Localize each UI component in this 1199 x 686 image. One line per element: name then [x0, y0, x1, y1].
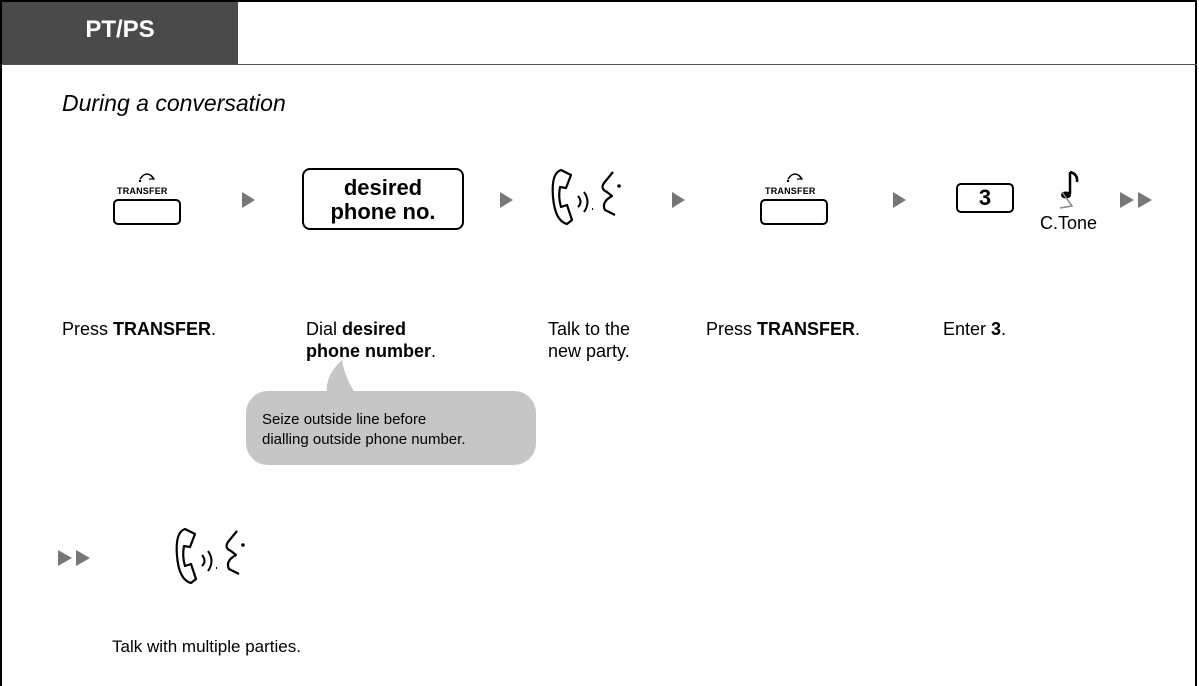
transfer-curve-icon: [786, 173, 804, 183]
talk-handset-icon: [175, 527, 245, 585]
continue-arrows-icon: [58, 550, 90, 566]
play-arrow-icon: [672, 192, 685, 208]
step2-suffix: .: [431, 341, 437, 361]
note-line2: dialling outside phone number.: [262, 431, 466, 448]
transfer-key-label: TRANSFER: [765, 186, 816, 196]
step1-text: Press TRANSFER.: [62, 318, 216, 340]
step1-suffix: .: [211, 319, 217, 339]
transfer-key: [113, 199, 181, 225]
step2-bold2: phone number: [306, 341, 431, 361]
subtitle: During a conversation: [62, 90, 286, 116]
footer-text: Talk with multiple parties.: [112, 637, 301, 656]
step3-text: Talk to the new party.: [548, 318, 630, 362]
continue-arrows-icon: [1120, 192, 1152, 208]
transfer-key-label: TRANSFER: [117, 186, 168, 196]
tone-label: C.Tone: [1040, 213, 1098, 233]
desired-phone-no-box: desired phone no.: [302, 168, 464, 230]
step2-text: Dial desired phone number.: [306, 318, 436, 362]
play-arrow-icon: [242, 192, 255, 208]
step3-line1: Talk to the: [548, 319, 631, 339]
header-bar: PT/PS: [0, 0, 1199, 65]
step5-prefix: Enter: [943, 319, 992, 339]
play-arrow-icon: [893, 192, 906, 208]
confirmation-tone-icon: [1059, 170, 1079, 209]
step4-bold: TRANSFER: [757, 319, 856, 339]
step5-suffix: .: [1001, 319, 1007, 339]
step3-line2: new party.: [548, 341, 630, 361]
header-tab: PT/PS: [2, 2, 238, 64]
dial-box-line1: desired: [343, 175, 423, 200]
digit-key: 3: [956, 183, 1014, 213]
header-rule: [2, 64, 1197, 65]
step4-suffix: .: [855, 319, 861, 339]
step1-prefix: Press: [62, 319, 114, 339]
dial-box-line2: phone no.: [330, 199, 436, 224]
note-line1: Seize outside line before: [262, 411, 427, 428]
note-bubble-tail: [326, 360, 360, 400]
transfer-curve-icon: [138, 173, 156, 183]
step4-text: Press TRANSFER.: [706, 318, 860, 340]
step5-bold: 3: [991, 319, 1002, 339]
step5-text: Enter 3.: [943, 318, 1006, 340]
step1-bold: TRANSFER: [113, 319, 212, 339]
play-arrow-icon: [500, 192, 513, 208]
talk-handset-icon: [551, 168, 621, 226]
note-bubble: [246, 391, 536, 465]
step2-prefix: Dial: [306, 319, 343, 339]
transfer-key: [760, 199, 828, 225]
header-tab-label: PT/PS: [85, 16, 155, 43]
step2-bold1: desired: [342, 319, 407, 339]
step4-prefix: Press: [706, 319, 758, 339]
note-text: Seize outside line before dialling outsi…: [262, 410, 465, 450]
